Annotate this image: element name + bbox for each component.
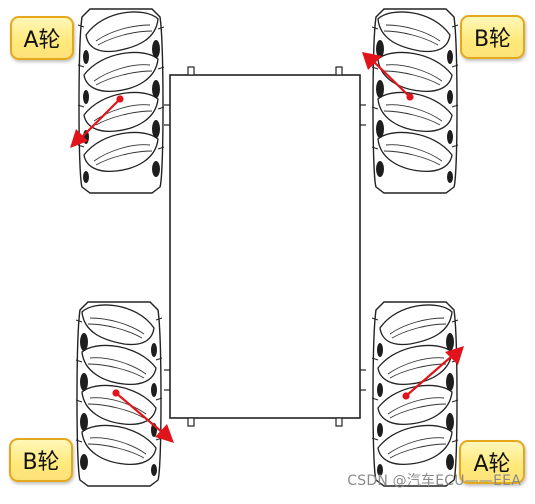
wheel-rear-right [371, 301, 459, 487]
arrow-rear-right [402, 346, 464, 400]
watermark-text: CSDN @汽车ECU——EEA [347, 473, 521, 489]
wheel-label-front-left: A轮 [10, 16, 74, 60]
arrow-front-right [362, 52, 414, 101]
arrow-rear-left [112, 389, 174, 443]
wheel-label-front-right: B轮 [460, 15, 525, 59]
wheel-label-rear-right: A轮 [459, 440, 525, 484]
arrow-front-left [70, 95, 124, 148]
wheel-front-right [371, 8, 459, 194]
wheel-label-rear-left: B轮 [9, 438, 73, 482]
chassis-body [164, 66, 366, 427]
